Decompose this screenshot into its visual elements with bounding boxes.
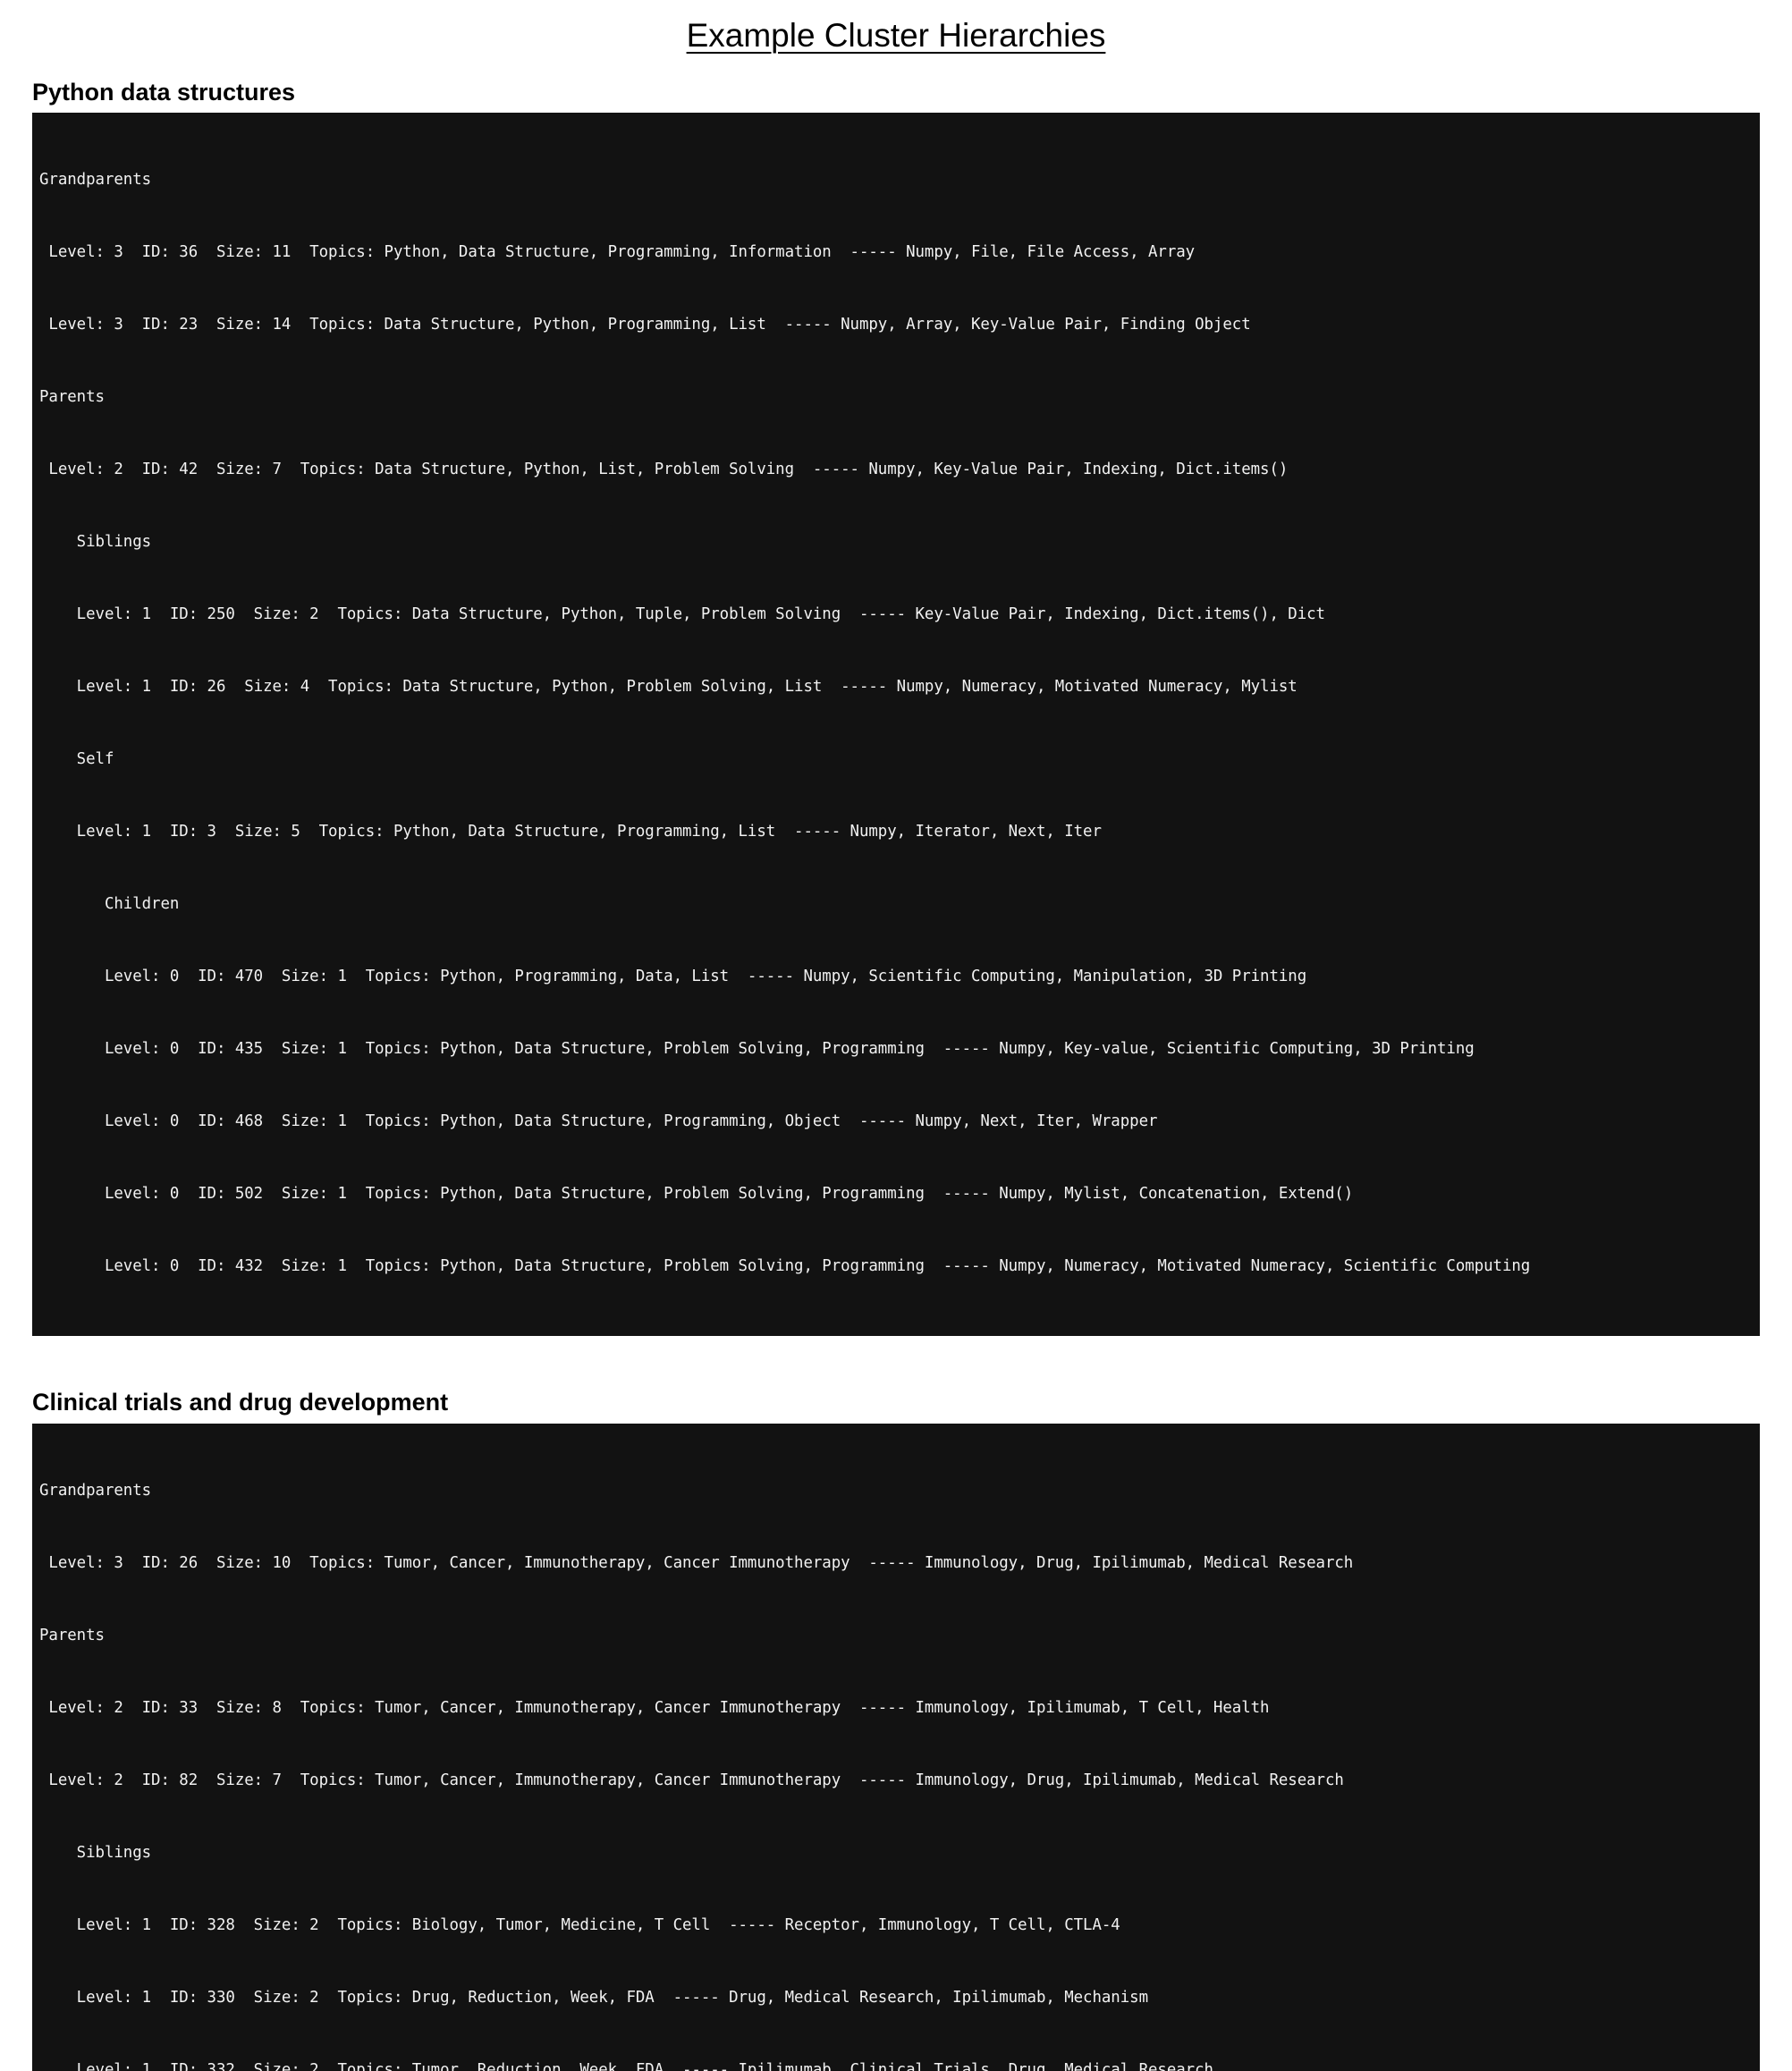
code-line: Grandparents	[39, 1482, 152, 1500]
code-line: Level: 1 ID: 250 Size: 2 Topics: Data St…	[39, 605, 1325, 624]
code-line: Level: 0 ID: 470 Size: 1 Topics: Python,…	[39, 968, 1307, 986]
code-line: Level: 0 ID: 432 Size: 1 Topics: Python,…	[39, 1257, 1531, 1276]
page-title-text: Example Cluster Hierarchies	[686, 17, 1106, 54]
section-heading: Python data structures	[32, 78, 296, 106]
code-line: Siblings	[39, 533, 152, 552]
section-clinical-trials-and-drug-development: Clinical trials and drug development Gra…	[32, 1390, 1760, 2071]
code-line: Level: 1 ID: 3 Size: 5 Topics: Python, D…	[39, 823, 1102, 841]
code-line: Level: 1 ID: 332 Size: 2 Topics: Tumor, …	[39, 2061, 1213, 2071]
page-title: Example Cluster Hierarchies	[32, 0, 1760, 60]
cluster-hierarchy-code-block: Grandparents Level: 3 ID: 36 Size: 11 To…	[32, 113, 1760, 1337]
code-line: Level: 2 ID: 42 Size: 7 Topics: Data Str…	[39, 461, 1289, 479]
code-line: Level: 1 ID: 328 Size: 2 Topics: Biology…	[39, 1916, 1120, 1935]
cluster-hierarchy-code-block: Grandparents Level: 3 ID: 26 Size: 10 To…	[32, 1424, 1760, 2071]
code-line: Level: 3 ID: 36 Size: 11 Topics: Python,…	[39, 243, 1196, 262]
code-line: Level: 1 ID: 330 Size: 2 Topics: Drug, R…	[39, 1989, 1148, 2008]
code-line: Parents	[39, 388, 105, 407]
section-heading: Clinical trials and drug development	[32, 1389, 449, 1416]
code-line: Level: 0 ID: 435 Size: 1 Topics: Python,…	[39, 1040, 1475, 1059]
code-line: Level: 2 ID: 33 Size: 8 Topics: Tumor, C…	[39, 1699, 1270, 1718]
code-line: Level: 0 ID: 502 Size: 1 Topics: Python,…	[39, 1185, 1354, 1204]
code-line: Self	[39, 750, 114, 769]
code-line: Parents	[39, 1627, 105, 1645]
code-line: Level: 3 ID: 23 Size: 14 Topics: Data St…	[39, 316, 1251, 334]
code-line: Level: 3 ID: 26 Size: 10 Topics: Tumor, …	[39, 1554, 1354, 1573]
code-line: Level: 1 ID: 26 Size: 4 Topics: Data Str…	[39, 678, 1298, 697]
code-line: Children	[39, 895, 180, 914]
code-line: Siblings	[39, 1844, 152, 1863]
code-line: Level: 2 ID: 82 Size: 7 Topics: Tumor, C…	[39, 1771, 1344, 1790]
section-divider-space	[32, 1336, 1760, 1366]
code-line: Grandparents	[39, 171, 152, 190]
section-python-data-structures: Python data structures Grandparents Leve…	[32, 78, 1760, 1337]
code-line: Level: 0 ID: 468 Size: 1 Topics: Python,…	[39, 1112, 1158, 1131]
